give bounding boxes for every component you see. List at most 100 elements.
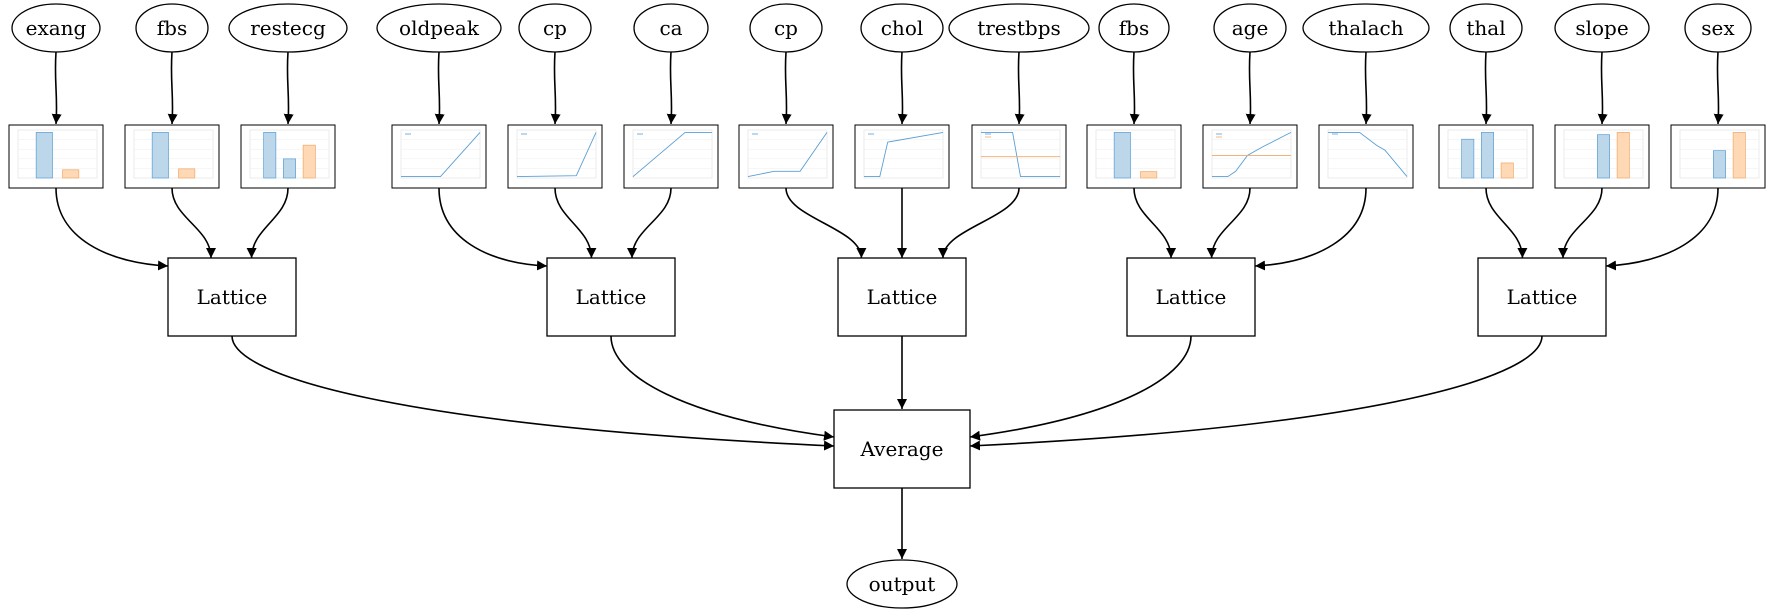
lattice-label: Lattice xyxy=(1507,285,1578,309)
output-node: output xyxy=(846,559,958,609)
feature-label: slope xyxy=(1575,16,1628,40)
feature-ellipse xyxy=(1449,3,1523,53)
feature-node-cp: cp xyxy=(749,3,823,53)
edge-lattice-to-average xyxy=(610,335,835,441)
edge-lattice-to-average xyxy=(969,335,1543,451)
calibration-plot-restecg xyxy=(240,124,336,189)
bar-mark xyxy=(151,132,169,179)
bar-mark xyxy=(1597,134,1610,179)
edge-feature-to-plot xyxy=(550,51,561,125)
edge-feature-to-plot xyxy=(283,51,294,125)
edge-plot-to-lattice xyxy=(1206,187,1251,259)
edge-plot-to-lattice xyxy=(1485,187,1528,259)
plot-area xyxy=(1095,129,1176,179)
feature-ellipse xyxy=(228,3,348,53)
plot-area xyxy=(17,129,98,179)
lattice-label: Lattice xyxy=(1156,285,1227,309)
edge-plot-to-lattice xyxy=(627,187,672,259)
bar-mark xyxy=(178,168,196,179)
feature-node-thal: thal xyxy=(1449,3,1523,53)
feature-ellipse xyxy=(948,3,1090,53)
edges-layer xyxy=(51,51,1724,559)
bar-mark xyxy=(1113,132,1131,179)
plot-area xyxy=(1211,129,1292,179)
feature-ellipse xyxy=(749,3,823,53)
edge-plot-to-lattice xyxy=(1558,187,1603,259)
plot-area xyxy=(632,129,713,179)
edge-plot-to-lattice xyxy=(438,187,548,271)
lattice-node: Lattice xyxy=(167,257,297,337)
feature-ellipse xyxy=(1213,3,1287,53)
edge-plot-to-lattice xyxy=(1605,187,1719,271)
plot-frame xyxy=(1318,124,1414,189)
edge-feature-to-plot xyxy=(434,51,445,125)
feature-ellipse xyxy=(135,3,209,53)
feature-node-restecg: restecg xyxy=(228,3,348,53)
feature-ellipse xyxy=(11,3,101,53)
average-box xyxy=(833,409,971,489)
line-mark xyxy=(747,132,828,178)
edge-feature-to-plot xyxy=(1597,51,1608,125)
bar-mark xyxy=(263,132,277,179)
feature-ellipse xyxy=(1302,3,1430,53)
feature-label: age xyxy=(1232,16,1269,40)
feature-node-cp: cp xyxy=(518,3,592,53)
feature-node-fbs: fbs xyxy=(1098,3,1170,53)
calibration-plot-age xyxy=(1202,124,1298,189)
plot-frame xyxy=(507,124,603,189)
feature-label: sex xyxy=(1701,16,1735,40)
feature-node-age: age xyxy=(1213,3,1287,53)
bar-mark xyxy=(62,169,80,179)
line-mark xyxy=(401,132,481,178)
edge-lattice-to-average xyxy=(231,335,835,451)
output-ellipse xyxy=(846,559,958,609)
calibration-plot-oldpeak xyxy=(391,124,487,189)
feature-node-trestbps: trestbps xyxy=(948,3,1090,53)
calibration-plot-trestbps xyxy=(971,124,1067,189)
edge-feature-to-plot xyxy=(1361,51,1372,125)
feature-ellipse xyxy=(1098,3,1170,53)
feature-label: chol xyxy=(881,16,924,40)
edge-plot-to-lattice xyxy=(1254,187,1367,271)
feature-node-thalach: thalach xyxy=(1302,3,1430,53)
plot-frame xyxy=(623,124,719,189)
feature-node-exang: exang xyxy=(11,3,101,53)
lattice-node: Lattice xyxy=(837,257,967,337)
feature-node-slope: slope xyxy=(1554,3,1650,53)
feature-ellipse xyxy=(518,3,592,53)
feature-label: thalach xyxy=(1328,16,1403,40)
edge-feature-to-plot xyxy=(897,51,908,125)
edge-plot-to-lattice xyxy=(937,187,1020,259)
edge-plot-to-lattice xyxy=(55,187,169,271)
edge-feature-to-plot xyxy=(167,51,178,125)
plot-frame xyxy=(8,124,104,189)
lattice-label: Lattice xyxy=(867,285,938,309)
feature-label: exang xyxy=(26,16,87,40)
plot-area xyxy=(1327,129,1408,179)
feature-ellipse xyxy=(860,3,944,53)
edge-feature-to-plot xyxy=(1129,51,1140,125)
plot-frame xyxy=(391,124,487,189)
feature-node-ca: ca xyxy=(633,3,709,53)
feature-label: cp xyxy=(543,16,567,40)
plot-frame xyxy=(1202,124,1298,189)
bar-mark xyxy=(1481,132,1494,179)
edge-plot-to-lattice xyxy=(785,187,867,259)
plot-area xyxy=(747,129,828,179)
edge-feature-to-plot xyxy=(1245,51,1256,125)
bar-mark xyxy=(35,132,53,179)
bar-mark xyxy=(1616,132,1630,179)
lattice-box xyxy=(1477,257,1607,337)
lattice-node: Lattice xyxy=(1477,257,1607,337)
edge-feature-to-plot xyxy=(51,51,62,125)
average-node: Average xyxy=(833,409,971,489)
bar-mark xyxy=(1461,138,1475,179)
feature-node-fbs: fbs xyxy=(135,3,209,53)
feature-label: fbs xyxy=(157,16,187,40)
feature-ellipse xyxy=(1554,3,1650,53)
bar-mark xyxy=(283,158,296,179)
line-mark xyxy=(1328,131,1408,177)
calibration-plot-exang xyxy=(8,124,104,189)
lattice-node: Lattice xyxy=(1126,257,1256,337)
